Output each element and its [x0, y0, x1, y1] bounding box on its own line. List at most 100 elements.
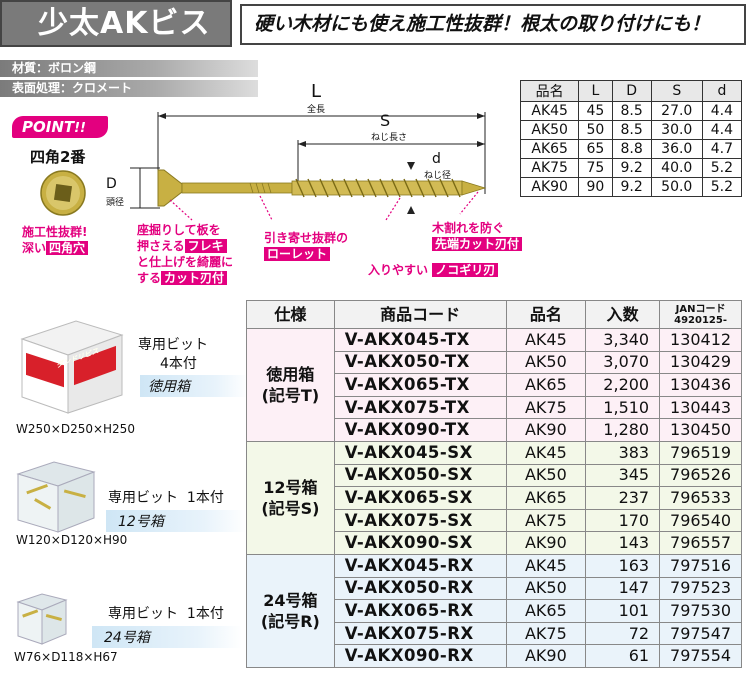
jan-code: 130443 [659, 395, 742, 420]
callout-text: 木割れを防ぐ [432, 221, 505, 235]
box-type-label: 24号箱 [92, 626, 242, 648]
box-bit-count: 4本付 [160, 356, 197, 372]
callout-tag: フレキ [184, 239, 227, 253]
group-label: 12号箱(記号S) [246, 440, 335, 555]
group-label-line: 12号箱 [263, 477, 318, 497]
jan-code: 796557 [659, 531, 742, 555]
product-code: V-AKX065-SX [333, 486, 507, 510]
table-cell: 9.2 [611, 158, 652, 178]
table-cell: 4.4 [701, 120, 743, 140]
product-name: AK65 [505, 599, 587, 623]
header-cell: L [578, 80, 613, 102]
callout-text: する [137, 271, 162, 285]
table-cell: AK90 [519, 177, 580, 197]
header-cell: D [611, 80, 652, 102]
jan-code: 797530 [659, 599, 742, 623]
table-cell: AK75 [519, 158, 580, 178]
jan-code: 130450 [659, 418, 742, 442]
quantity: 61 [585, 644, 661, 668]
jan-header: JANコード [675, 303, 726, 315]
quantity: 101 [585, 599, 661, 623]
product-code: V-AKX075-SX [333, 508, 507, 533]
table-cell: 50.0 [650, 177, 703, 197]
box-bit-label: 専用ビット 1本付 [108, 487, 224, 507]
table-cell: 30.0 [650, 120, 703, 140]
table-cell: AK45 [519, 101, 580, 121]
table-cell: 5.2 [701, 158, 743, 178]
jan-code: 796540 [659, 508, 742, 533]
d-sub-label: ねじ径 [424, 171, 452, 181]
S-label: S [380, 111, 391, 130]
product-code: V-AKX075-TX [333, 395, 507, 420]
header-cell: S [650, 80, 703, 102]
table-cell: 27.0 [650, 101, 703, 121]
head-type-label: 四角2番 [30, 148, 86, 166]
box-dimensions: W250×D250×H250 [16, 422, 135, 436]
quantity: 147 [585, 576, 661, 601]
table-header-row: 品名 L D S d [519, 80, 743, 102]
D-label: D [106, 176, 117, 192]
D-sub-label: 頭径 [106, 198, 125, 208]
callout-text: 施工性抜群! [22, 225, 88, 239]
product-name: AK75 [505, 621, 587, 646]
quantity: 1,510 [585, 395, 661, 420]
group-label-line: (記号S) [261, 498, 320, 518]
header-cell: 商品コード [333, 300, 507, 329]
callout-text: 入りやすい [368, 263, 429, 277]
screw-diagram [130, 112, 487, 221]
quantity: 345 [585, 463, 661, 488]
group-label-line: (記号R) [260, 611, 320, 631]
box-bit-count: 1本付 [186, 606, 224, 622]
box-bit-label: 専用ビット 1本付 [108, 603, 224, 623]
table-cell: AK65 [519, 139, 580, 159]
product-code: V-AKX045-TX [333, 328, 507, 352]
callout-text: と仕上げを綺麗に [137, 255, 234, 269]
product-name: AK90 [505, 644, 587, 668]
product-code: V-AKX045-RX [333, 553, 507, 578]
product-name: AK50 [505, 463, 587, 488]
jan-code: 796533 [659, 486, 742, 510]
screw-head-icon [40, 170, 86, 216]
product-name: AK65 [505, 486, 587, 510]
callout-tag: ローレット [264, 247, 331, 261]
table-cell: 5.2 [701, 177, 743, 197]
table-cell: 8.5 [611, 120, 652, 140]
table-cell: 9.2 [611, 177, 652, 197]
table-cell: 8.5 [611, 101, 652, 121]
quantity: 2,200 [585, 373, 661, 397]
quantity: 72 [585, 621, 661, 646]
L-sub-label: 全長 [307, 105, 326, 115]
box-12-image [16, 461, 96, 533]
headline: 硬い木材にも使え施工性抜群！根太の取り付けにも！ [240, 4, 746, 45]
callout-text: 引き寄せ抜群の [264, 231, 349, 245]
header-cell: 品名 [519, 80, 580, 102]
jan-code: 130412 [659, 328, 742, 352]
quantity: 3,340 [585, 328, 661, 352]
jan-prefix: 4920125- [674, 314, 727, 326]
product-name: AK75 [505, 508, 587, 533]
quantity: 163 [585, 553, 661, 578]
quantity: 170 [585, 508, 661, 533]
table-cell: 45 [578, 101, 613, 121]
group-label: 24号箱(記号R) [246, 553, 335, 668]
product-name: AK90 [505, 418, 587, 442]
group-label: 徳用箱(記号T) [246, 328, 335, 442]
product-code: V-AKX045-SX [333, 440, 507, 465]
box-type-label: 12号箱 [106, 510, 246, 532]
group-label-line: 徳用箱 [266, 364, 315, 384]
quantity: 3,070 [585, 350, 661, 375]
product-code: V-AKX065-TX [333, 373, 507, 397]
product-name: AK50 [505, 350, 587, 375]
callout-text: 押さえる [137, 239, 185, 253]
box-bit-label: 専用ビット [138, 337, 208, 353]
callout-tag: カット刃付 [161, 271, 228, 285]
